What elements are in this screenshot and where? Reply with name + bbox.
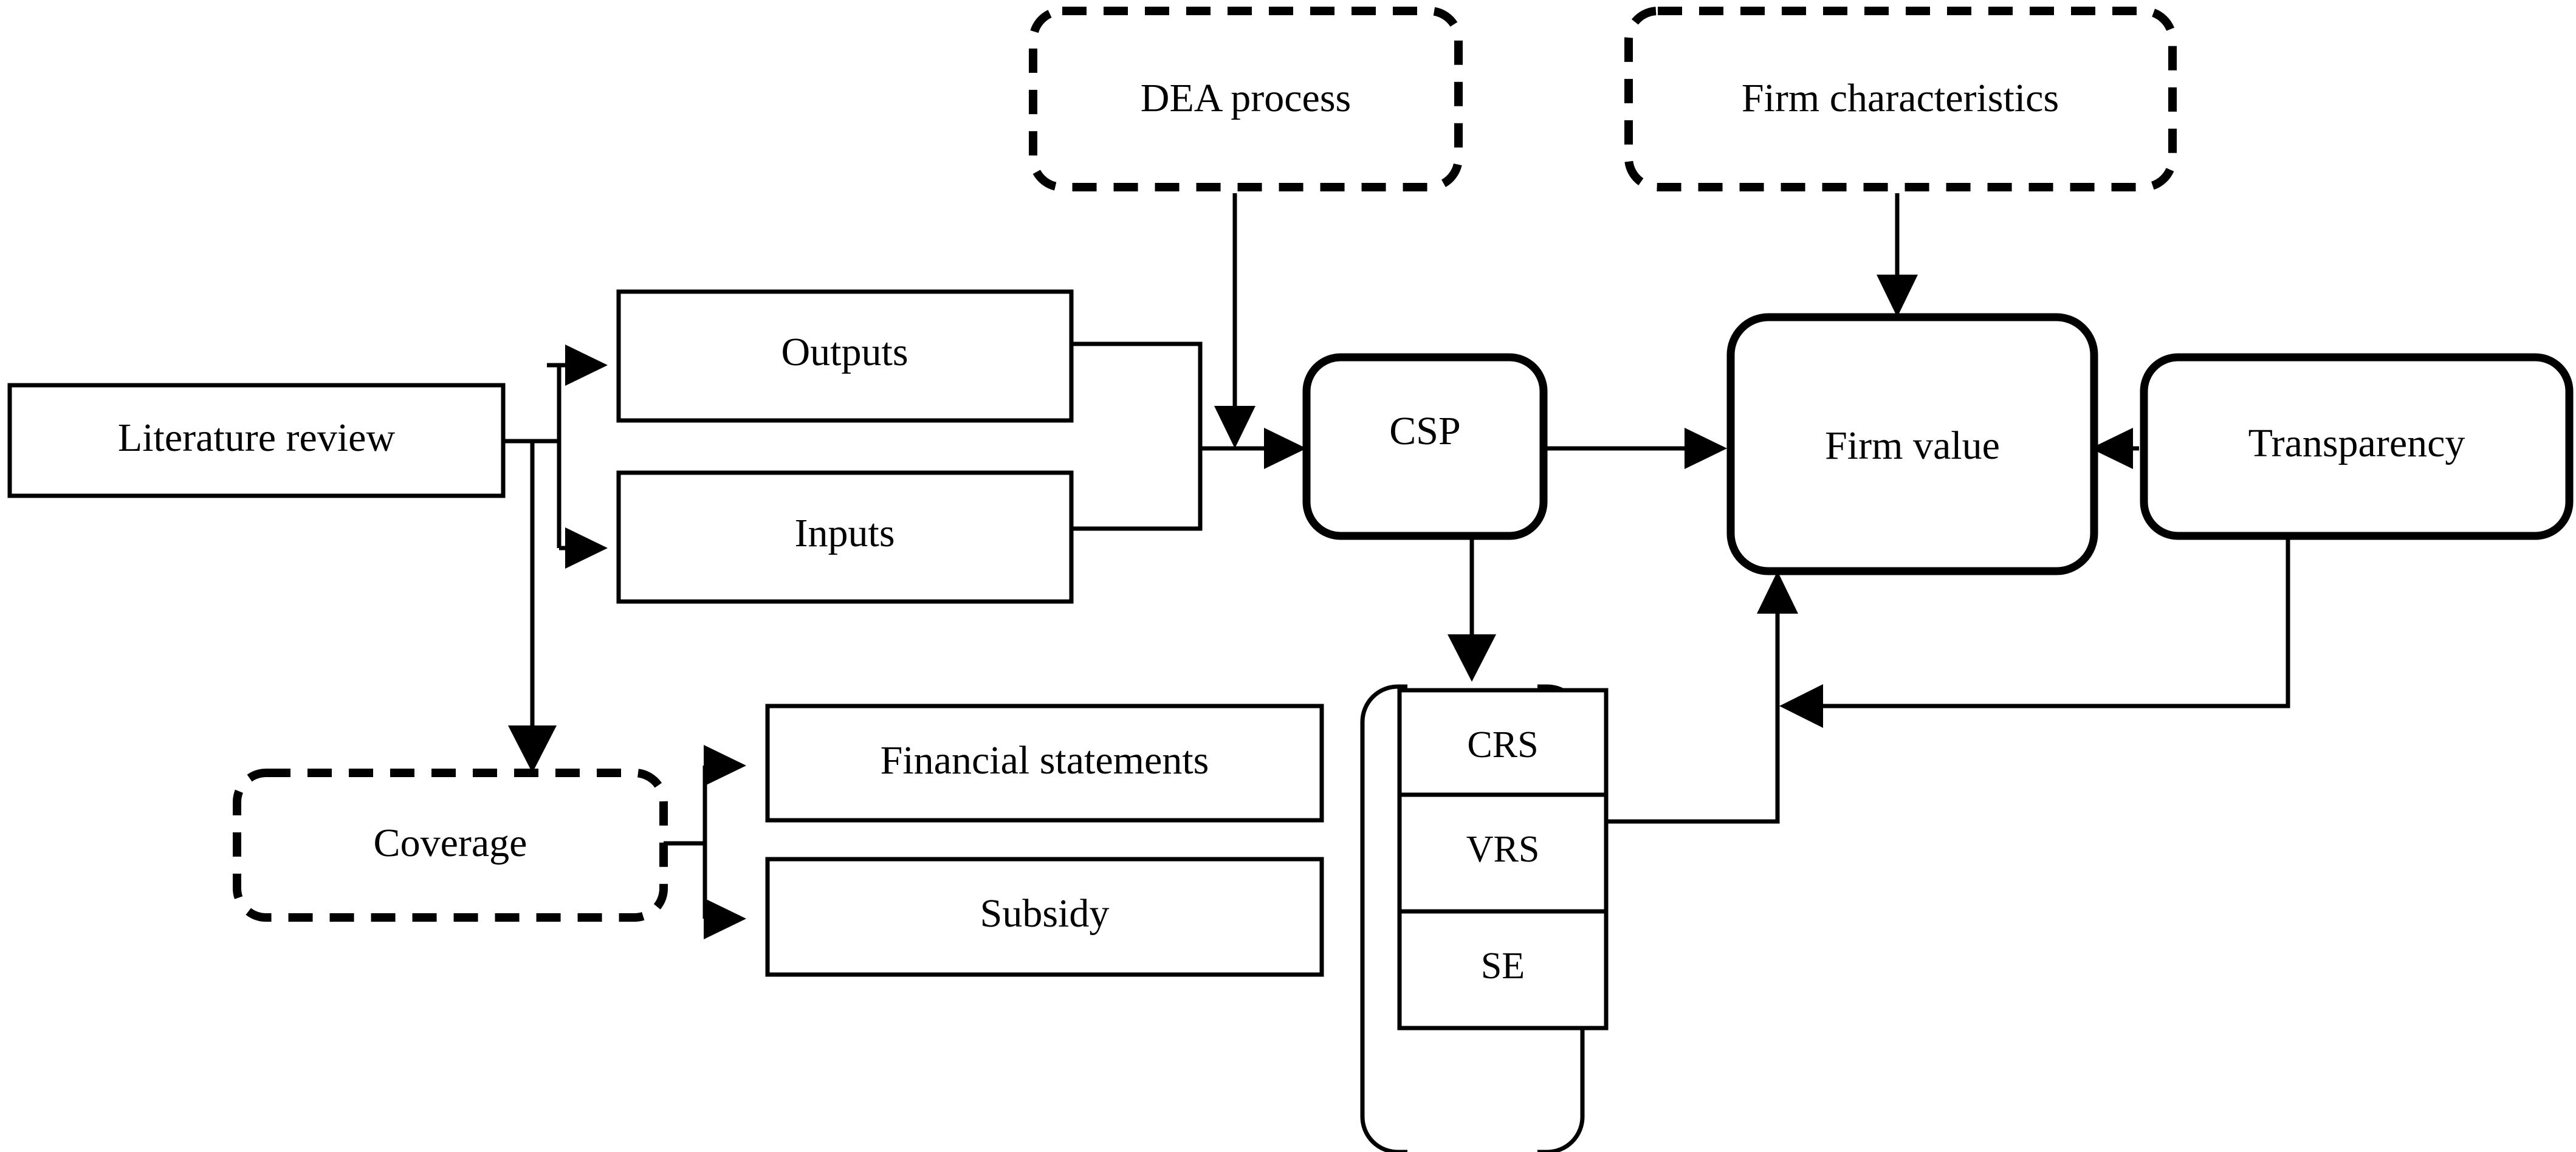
node-label-se: SE bbox=[1481, 945, 1525, 987]
node-label-literature-review: Literature review bbox=[118, 416, 396, 460]
edge-csp-to-efficiency-group bbox=[1448, 535, 1496, 682]
edge-dea-process-to-csp bbox=[1214, 193, 1255, 448]
node-label-csp: CSP bbox=[1389, 409, 1460, 453]
edge-merge-rail-to-csp bbox=[1200, 428, 1307, 469]
node-label-subsidy: Subsidy bbox=[980, 891, 1110, 936]
node-transparency[interactable]: Transparency bbox=[2140, 353, 2574, 540]
edge-literature-review-branches bbox=[502, 345, 608, 569]
edge-vrs-to-firm-value bbox=[1580, 571, 1798, 824]
node-crs[interactable]: CRS bbox=[1397, 688, 1609, 809]
node-label-financial-statements: Financial statements bbox=[881, 738, 1209, 783]
node-firm-characteristics[interactable]: Firm characteristics bbox=[1624, 7, 2177, 191]
edge-csp-to-firm-value bbox=[1541, 428, 1727, 469]
node-csp[interactable]: CSP bbox=[1302, 353, 1548, 540]
node-subsidy[interactable]: Subsidy bbox=[765, 857, 1324, 977]
node-dea-process[interactable]: DEA process bbox=[1029, 7, 1463, 191]
node-outputs[interactable]: Outputs bbox=[616, 289, 1074, 423]
edge-inputs-to-csp bbox=[1071, 448, 1203, 531]
node-label-firm-characteristics: Firm characteristics bbox=[1742, 76, 2059, 120]
node-label-crs: CRS bbox=[1467, 724, 1538, 766]
edge-outputs-to-csp bbox=[1071, 341, 1203, 448]
edge-transparency-feedback bbox=[1779, 535, 2290, 728]
node-label-inputs: Inputs bbox=[795, 511, 895, 555]
node-label-transparency: Transparency bbox=[2248, 421, 2465, 465]
edge-coverage-branches bbox=[664, 745, 746, 939]
edge-transparency-to-firm-value bbox=[2090, 428, 2139, 469]
edge-literature-review-to-coverage bbox=[508, 441, 557, 773]
node-financial-statements[interactable]: Financial statements bbox=[765, 704, 1324, 823]
node-label-coverage: Coverage bbox=[374, 821, 527, 865]
node-se[interactable]: SE bbox=[1397, 909, 1609, 1030]
node-coverage[interactable]: Coverage bbox=[233, 769, 668, 922]
node-label-dea-process: DEA process bbox=[1141, 76, 1351, 120]
node-inputs[interactable]: Inputs bbox=[616, 470, 1074, 604]
node-label-outputs: Outputs bbox=[781, 330, 908, 374]
node-label-vrs: VRS bbox=[1466, 829, 1540, 870]
node-literature-review[interactable]: Literature review bbox=[7, 383, 506, 498]
node-firm-value[interactable]: Firm value bbox=[1726, 313, 2098, 575]
edge-firm-characteristics-to-firm-value bbox=[1877, 193, 1918, 317]
node-label-firm-value: Firm value bbox=[1825, 423, 2000, 468]
node-vrs[interactable]: VRS bbox=[1397, 792, 1609, 914]
